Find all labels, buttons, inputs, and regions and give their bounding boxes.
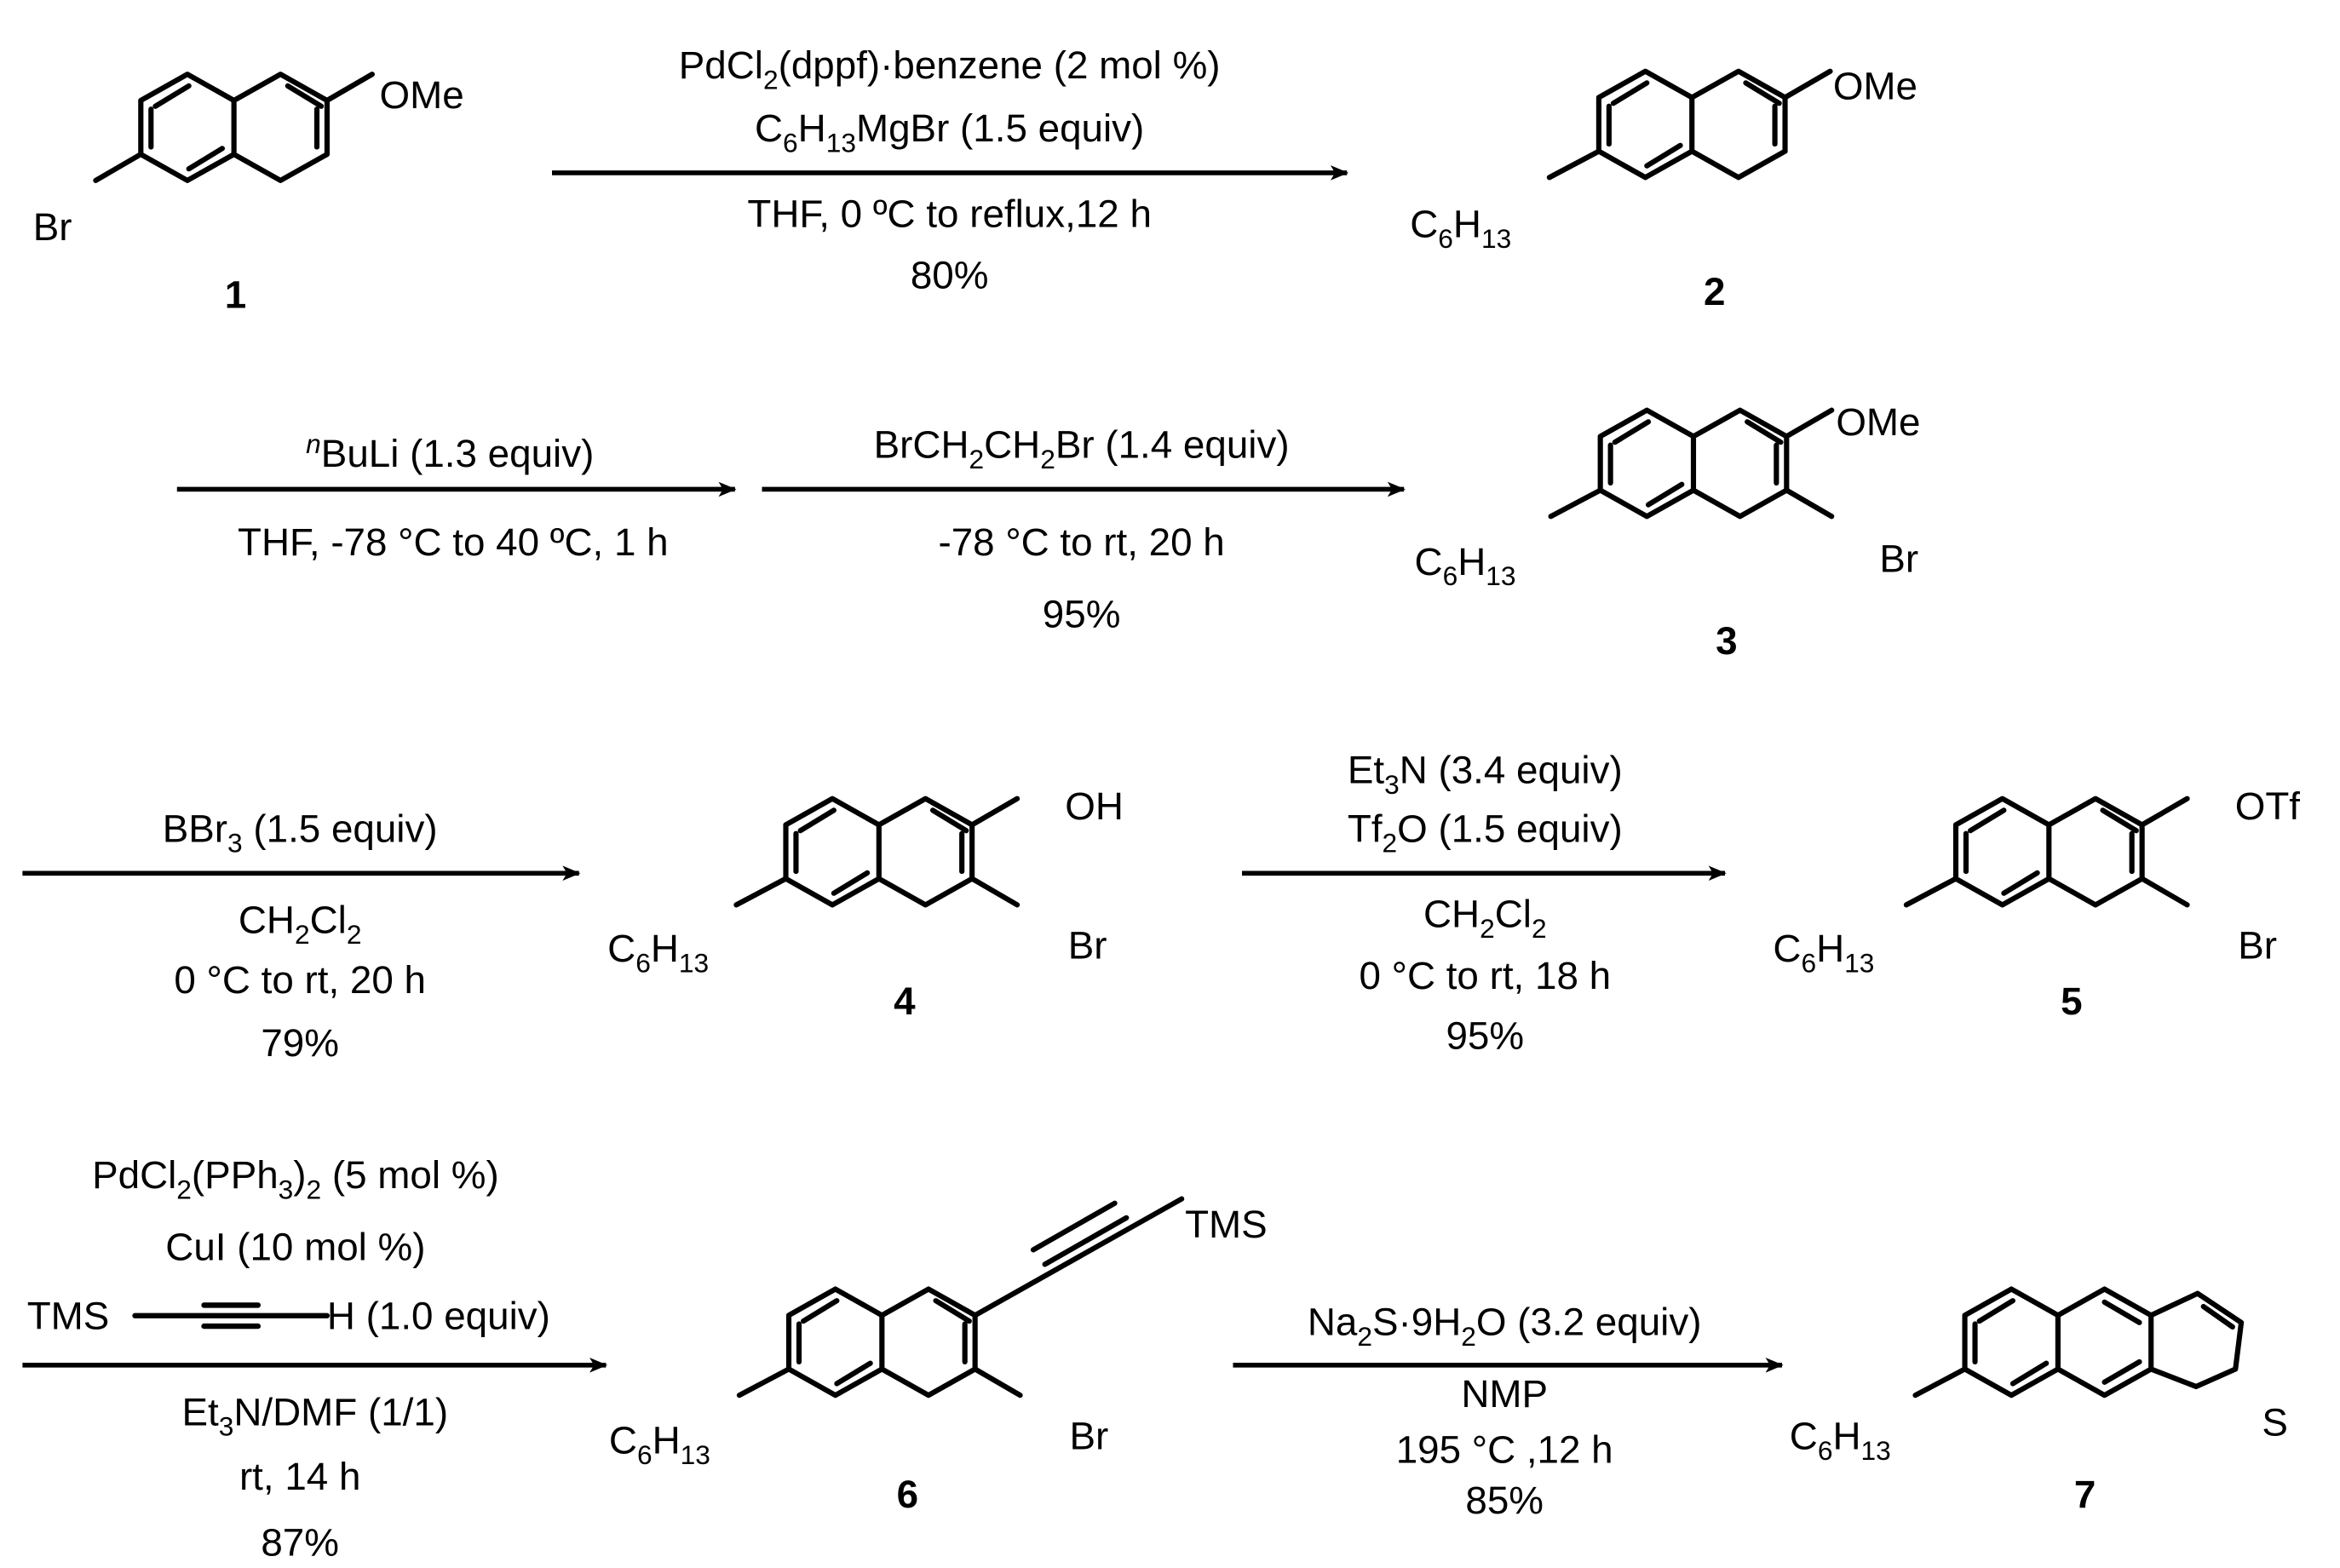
step6-alkyne-reagent: TMS H (1.0 equiv): [27, 1295, 550, 1338]
step1-yield: 80%: [911, 254, 989, 297]
reaction-step-6: PdCl2(PPh3)2 (5 mol %) CuI (10 mol %) TM…: [22, 1153, 608, 1564]
compound-3-ome-label: OMe: [1836, 400, 1920, 444]
step3-conditions: -78 °C to rt, 20 h: [938, 520, 1224, 564]
compound-label-7: 7: [2074, 1473, 2096, 1516]
compound-3-br-label: Br: [1879, 537, 1918, 580]
step6-solvent: Et3N/DMF (1/1): [181, 1390, 448, 1441]
compound-4-structure: OH Br C6H13 4: [607, 784, 1124, 1023]
compound-5-structure: OTf Br C6H13 5: [1773, 784, 2300, 1023]
step2-conditions: THF, -78 °C to 40 ºC, 1 h: [238, 520, 669, 564]
compound-6-structure: TMS Br C6H13 6: [609, 1196, 1268, 1516]
compound-2-hexyl-label: C6H13: [1410, 203, 1511, 254]
compound-5-hexyl-label: C6H13: [1773, 927, 1874, 978]
compound-5-br-label: Br: [2238, 924, 2277, 968]
step1-reagent: C6H13MgBr (1.5 equiv): [755, 106, 1144, 158]
compound-7-s-label: S: [2262, 1401, 2288, 1445]
compound-4-br-label: Br: [1068, 924, 1107, 968]
compound-5-otf-label: OTf: [2235, 784, 2301, 828]
step6-catalyst: PdCl2(PPh3)2 (5 mol %): [92, 1153, 499, 1204]
step7-yield: 85%: [1465, 1479, 1544, 1522]
compound-6-hexyl-label: C6H13: [609, 1419, 710, 1470]
step4-yield: 79%: [261, 1021, 339, 1065]
step4-conditions: 0 °C to rt, 20 h: [174, 958, 426, 1002]
step7-reagent: Na2S·9H2O (3.2 equiv): [1308, 1301, 1702, 1352]
compound-3-structure: OMe Br C6H13 3: [1415, 400, 1921, 663]
reaction-step-5: Et3N (3.4 equiv) Tf2O (1.5 equiv) CH2Cl2…: [1242, 749, 1727, 1057]
reaction-step-4: BBr3 (1.5 equiv) CH2Cl2 0 °C to rt, 20 h…: [22, 807, 581, 1065]
step6-conditions: rt, 14 h: [239, 1455, 360, 1498]
compound-label-2: 2: [1704, 270, 1725, 313]
reaction-step-7: Na2S·9H2O (3.2 equiv) NMP 195 °C ,12 h 8…: [1233, 1301, 1784, 1522]
compound-4-hexyl-label: C6H13: [607, 927, 709, 978]
step4-reagent: BBr3 (1.5 equiv): [163, 807, 438, 858]
step1-conditions: THF, 0 ºC to reflux,12 h: [747, 192, 1152, 235]
compound-6-tms-label: TMS: [1185, 1203, 1268, 1246]
compound-label-5: 5: [2061, 979, 2082, 1023]
reaction-step-1: PdCl2(dppf)·benzene (2 mol %) C6H13MgBr …: [552, 43, 1349, 297]
compound-label-6: 6: [897, 1473, 918, 1516]
step7-conditions: 195 °C ,12 h: [1396, 1427, 1613, 1471]
compound-label-1: 1: [225, 273, 246, 316]
step5-conditions: 0 °C to rt, 18 h: [1359, 954, 1611, 997]
compound-2-structure: OMe C6H13 2: [1410, 65, 1917, 313]
compound-1-ome-label: OMe: [380, 73, 464, 117]
step7-solvent: NMP: [1461, 1372, 1548, 1416]
step5-base: Et3N (3.4 equiv): [1348, 749, 1623, 800]
compound-1-structure: OMe Br 1: [33, 72, 464, 316]
compound-4-oh-label: OH: [1065, 784, 1124, 828]
compound-7-hexyl-label: C6H13: [1790, 1414, 1891, 1465]
compound-1-br-label: Br: [33, 205, 72, 249]
step6-h-label: H (1.0 equiv): [327, 1295, 550, 1338]
compound-label-3: 3: [1716, 619, 1737, 663]
compound-label-4: 4: [894, 979, 916, 1023]
compound-7-structure: S C6H13 7: [1790, 1286, 2288, 1516]
step6-tms-label: TMS: [27, 1295, 110, 1338]
step5-reagent: Tf2O (1.5 equiv): [1348, 807, 1623, 858]
compound-3-hexyl-label: C6H13: [1415, 540, 1516, 591]
step6-yield: 87%: [261, 1520, 339, 1564]
compound-2-ome-label: OMe: [1833, 65, 1917, 108]
step3-yield: 95%: [1043, 592, 1121, 635]
step3-reagent: BrCH2CH2Br (1.4 equiv): [874, 423, 1290, 474]
step5-yield: 95%: [1446, 1014, 1524, 1057]
step5-solvent: CH2Cl2: [1423, 893, 1547, 944]
reaction-step-2: nBuLi (1.3 equiv) THF, -78 °C to 40 ºC, …: [176, 428, 737, 564]
compound-6-br-label: Br: [1070, 1414, 1109, 1457]
step6-cocatalyst: CuI (10 mol %): [165, 1226, 425, 1269]
step4-solvent: CH2Cl2: [239, 899, 362, 950]
step2-reagent: nBuLi (1.3 equiv): [306, 428, 594, 475]
reaction-step-3: BrCH2CH2Br (1.4 equiv) -78 °C to rt, 20 …: [762, 423, 1406, 635]
step1-catalyst: PdCl2(dppf)·benzene (2 mol %): [679, 43, 1221, 95]
